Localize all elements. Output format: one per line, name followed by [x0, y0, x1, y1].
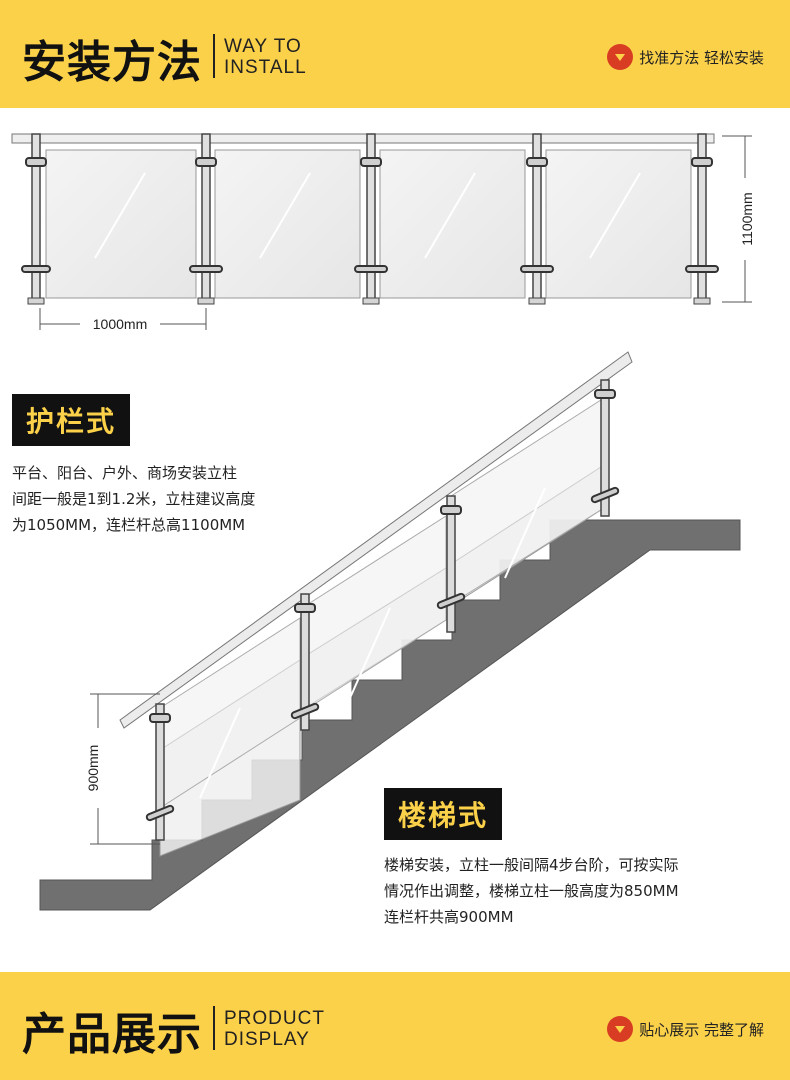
stair-desc-line: 情况作出调整，楼梯立柱一般高度为850MM — [384, 882, 679, 900]
stair-desc-line: 连栏杆共高900MM — [384, 908, 514, 926]
subtitle-line-1: WAY TO — [224, 36, 302, 57]
chevron-down-icon — [607, 44, 634, 70]
subtitle-line-2: INSTALL — [224, 57, 307, 78]
title-divider — [213, 34, 215, 78]
tagline-text: 贴心展示 完整了解 — [639, 1020, 764, 1039]
subtitle-line-1: PRODUCT — [224, 1008, 325, 1029]
installation-diagrams: 1000mm 1100mm — [0, 108, 790, 972]
chevron-down-icon — [607, 1016, 634, 1042]
guardrail-description: 平台、阳台、户外、商场安装立柱 间距一般是1到1.2米，立柱建议高度 为1050… — [12, 460, 255, 538]
stair-label: 楼梯式 — [384, 788, 503, 840]
height-dimension-label: 1100mm — [739, 192, 755, 245]
tagline: 贴心展示 完整了解 — [607, 1016, 764, 1042]
stair-height-dimension-label: 900mm — [85, 745, 101, 792]
guardrail-desc-line: 间距一般是1到1.2米，立柱建议高度 — [12, 490, 256, 508]
section-title: 安装方法 — [22, 37, 202, 88]
section-title: 产品展示 — [22, 1009, 202, 1060]
guardrail-desc-line: 为1050MM，连栏杆总高1100MM — [12, 516, 246, 534]
guardrail-label-text: 护栏式 — [26, 405, 117, 438]
stair-label-text: 楼梯式 — [398, 799, 489, 832]
stair-description: 楼梯安装，立柱一般间隔4步台阶，可按实际 情况作出调整，楼梯立柱一般高度为850… — [384, 852, 679, 930]
guardrail-label: 护栏式 — [12, 394, 131, 446]
tagline-text: 找准方法 轻松安装 — [639, 48, 764, 67]
flat-railing-diagram — [11, 133, 752, 330]
title-divider — [213, 1006, 215, 1050]
top-banner: 安装方法 WAY TO INSTALL 找准方法 轻松安装 — [0, 0, 790, 108]
stair-desc-line: 楼梯安装，立柱一般间隔4步台阶，可按实际 — [384, 856, 679, 874]
section-subtitle: WAY TO INSTALL — [224, 36, 307, 78]
diagram-svg: 1000mm 1100mm — [11, 133, 755, 911]
bottom-banner: 产品展示 PRODUCT DISPLAY 贴心展示 完整了解 — [0, 972, 790, 1080]
tagline: 找准方法 轻松安装 — [607, 44, 764, 70]
section-subtitle: PRODUCT DISPLAY — [224, 1008, 325, 1050]
guardrail-desc-line: 平台、阳台、户外、商场安装立柱 — [12, 464, 238, 482]
stair-railing — [90, 351, 633, 857]
subtitle-line-2: DISPLAY — [224, 1029, 310, 1050]
width-dimension-label: 1000mm — [93, 316, 147, 332]
